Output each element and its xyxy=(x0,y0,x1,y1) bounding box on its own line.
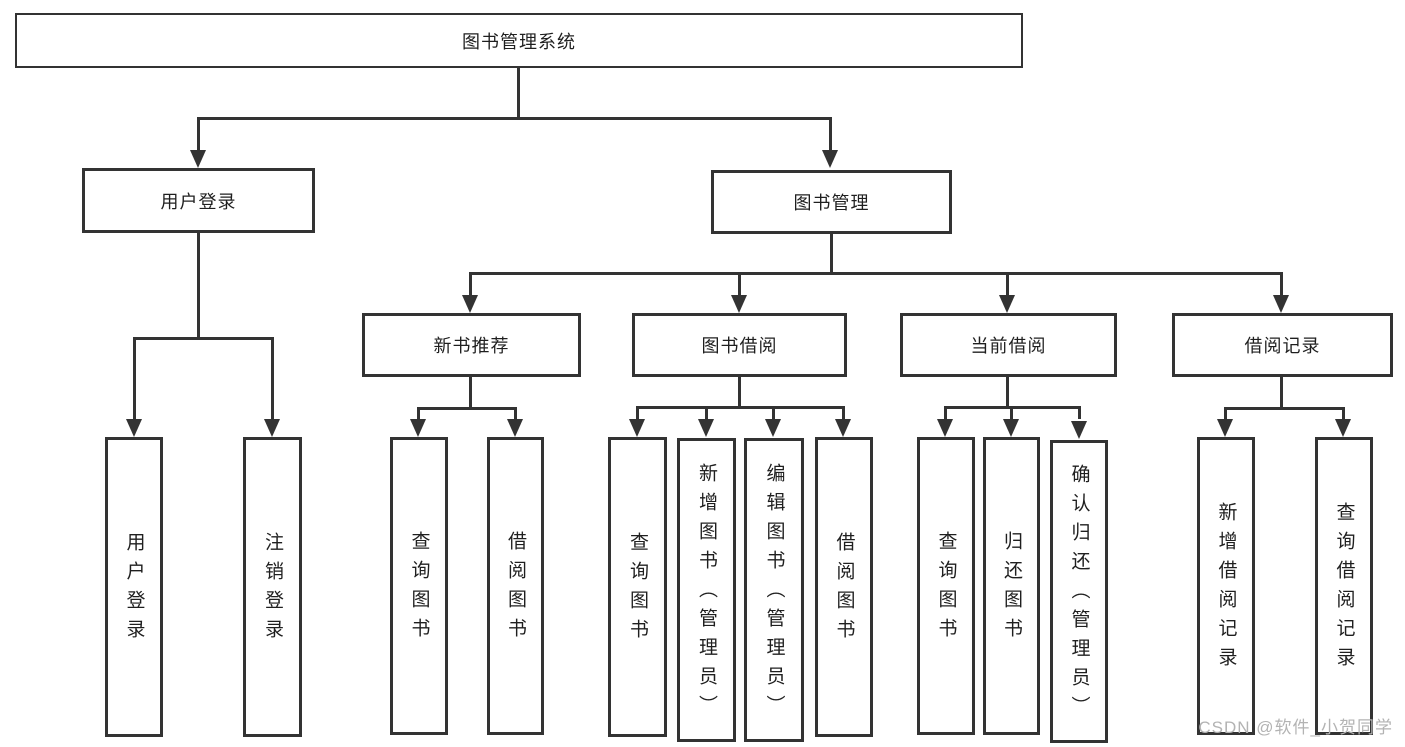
node-label: 图书管理 xyxy=(793,193,870,213)
connector-user-login-stub xyxy=(197,117,200,150)
arrowhead-current-borrow xyxy=(999,295,1015,313)
connector-current-borrow-stem xyxy=(1006,377,1009,409)
connector-leaf-stub xyxy=(1342,407,1345,419)
leaf-query-borrow-record: 查询借阅记录 xyxy=(1315,437,1373,735)
connector-book-mgmt-stub xyxy=(829,117,832,150)
node-user-login-group: 用户登录 xyxy=(82,168,315,233)
node-book-management: 图书管理 xyxy=(711,170,952,234)
connector-leaf-stub xyxy=(705,406,708,419)
connector-borrow-record-stub xyxy=(1280,272,1283,295)
node-borrow-records: 借阅记录 xyxy=(1172,313,1393,377)
node-label: 查询图书 xyxy=(627,532,648,648)
node-label: 查询借阅记录 xyxy=(1333,502,1355,676)
connector-leaf-stub xyxy=(514,407,517,419)
leaf-borrow-books: 借阅图书 xyxy=(487,437,544,735)
connector-book-borrow-stub xyxy=(738,272,741,295)
connector-leaf-stub xyxy=(271,337,274,419)
leaf-user-login: 用户登录 xyxy=(105,437,163,737)
arrowhead-borrow-record xyxy=(1273,295,1289,313)
arrowhead-book-mgmt xyxy=(822,150,838,168)
leaf-query-books: 查询图书 xyxy=(917,437,975,735)
connector-leaf-stub xyxy=(842,406,845,419)
leaf-add-borrow-record: 新增借阅记录 xyxy=(1197,437,1255,735)
connector-user-login-stem xyxy=(197,233,200,340)
node-label: 用户登录 xyxy=(160,191,237,212)
arrowhead-leaf xyxy=(126,419,142,437)
arrowhead-book-borrow xyxy=(731,295,747,313)
leaf-borrow-books: 借阅图书 xyxy=(815,437,873,737)
node-label: 借阅图书 xyxy=(505,531,526,647)
arrowhead-leaf xyxy=(1003,419,1019,437)
connector-leaf-stub xyxy=(1010,406,1013,419)
node-library-system: 图书管理系统 xyxy=(15,13,1023,68)
node-label: 确认归还（管理员） xyxy=(1068,464,1090,725)
leaf-query-books: 查询图书 xyxy=(608,437,667,737)
connector-leaf-stub xyxy=(1078,406,1081,419)
arrowhead-leaf xyxy=(629,419,645,437)
arrowhead-leaf xyxy=(1335,419,1351,437)
node-label: 新增借阅记录 xyxy=(1215,502,1237,676)
node-label: 新增图书（管理员） xyxy=(696,462,717,724)
leaf-return-books: 归还图书 xyxy=(983,437,1040,735)
arrowhead-leaf xyxy=(264,419,280,437)
leaf-add-books-admin: 新增图书（管理员） xyxy=(677,438,736,742)
node-label: 借阅记录 xyxy=(1244,336,1321,356)
connector-level3-horizontal xyxy=(469,272,1283,275)
arrowhead-leaf xyxy=(1071,421,1087,439)
arrowhead-leaf xyxy=(507,419,523,437)
connector-leaf-stub xyxy=(772,406,775,419)
connector-book-mgmt-stem xyxy=(830,234,833,275)
arrowhead-leaf xyxy=(1217,419,1233,437)
csdn-watermark: CSDN @软件_小贺同学 xyxy=(1198,718,1393,737)
node-label: 查询图书 xyxy=(935,531,957,647)
arrowhead-user-login xyxy=(190,150,206,168)
connector-borrow-record-stem xyxy=(1280,377,1283,410)
node-label: 用户登录 xyxy=(123,532,145,648)
arrowhead-leaf xyxy=(410,419,426,437)
arrowhead-leaf xyxy=(698,419,714,437)
connector-new-book-stem xyxy=(469,377,472,410)
node-label: 注销登录 xyxy=(262,532,283,648)
connector-leaf-stub xyxy=(417,407,420,419)
node-label: 借阅图书 xyxy=(833,532,855,648)
connector-borrow-record-split xyxy=(1224,407,1345,410)
node-label: 当前借阅 xyxy=(970,336,1047,356)
connector-current-borrow-stub xyxy=(1006,272,1009,295)
node-label: 新书推荐 xyxy=(433,336,510,356)
node-new-book-recommend: 新书推荐 xyxy=(362,313,581,377)
connector-book-borrow-split xyxy=(636,406,845,409)
connector-leaf-stub xyxy=(133,337,136,419)
connector-leaf-stub xyxy=(1224,407,1227,419)
connector-leaf-stub xyxy=(944,406,947,419)
connector-root-stem xyxy=(517,68,520,120)
connector-user-login-split xyxy=(133,337,274,340)
arrowhead-new-book xyxy=(462,295,478,313)
node-label: 编辑图书（管理员） xyxy=(763,462,785,724)
node-label: 查询图书 xyxy=(408,531,430,647)
arrowhead-leaf xyxy=(937,419,953,437)
leaf-edit-books-admin: 编辑图书（管理员） xyxy=(744,438,804,742)
connector-book-borrow-stem xyxy=(738,377,741,409)
connector-level2-horizontal xyxy=(197,117,832,120)
node-current-borrow: 当前借阅 xyxy=(900,313,1117,377)
leaf-confirm-return-admin: 确认归还（管理员） xyxy=(1050,440,1108,743)
leaf-query-books: 查询图书 xyxy=(390,437,448,735)
node-label: 图书借阅 xyxy=(701,336,778,356)
connector-new-book-split xyxy=(417,407,517,410)
node-label: 图书管理系统 xyxy=(462,31,576,52)
arrowhead-leaf xyxy=(765,419,781,437)
node-label: 归还图书 xyxy=(1001,531,1022,647)
node-book-borrow: 图书借阅 xyxy=(632,313,847,377)
arrowhead-leaf xyxy=(835,419,851,437)
leaf-logout: 注销登录 xyxy=(243,437,302,737)
connector-leaf-stub xyxy=(636,406,639,419)
connector-new-book-stub xyxy=(469,272,472,295)
